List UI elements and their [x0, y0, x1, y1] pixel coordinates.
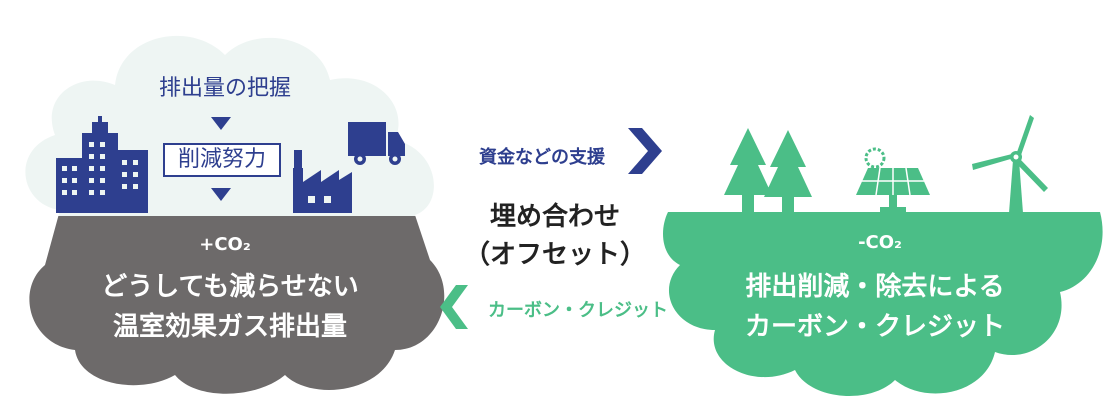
funding-support-label: 資金などの支援	[479, 147, 605, 168]
left-main-line1: どうしても減らせない	[101, 272, 359, 302]
chevron-right-icon	[628, 128, 662, 174]
right-main-line2: カーボン・クレジット	[744, 312, 1005, 342]
triangle-down-icon	[211, 117, 231, 130]
left-co2-label: +CO₂	[199, 234, 251, 255]
right-co2-label: -CO₂	[858, 232, 902, 253]
building-icon	[56, 116, 148, 213]
right-main-line1: 排出削減・除去による	[745, 272, 1005, 302]
left-title: 排出量の把握	[158, 76, 291, 101]
right-cloud	[663, 212, 1103, 397]
chevron-left-icon	[440, 285, 468, 329]
triangle-down-icon	[211, 188, 231, 201]
solar-panel-icon	[856, 147, 930, 212]
offset-title-line2: （オフセット）	[463, 240, 646, 270]
carbon-credit-label: カーボン・クレジット	[488, 300, 668, 321]
truck-icon	[348, 122, 405, 165]
left-main-line2: 温室効果ガス排出量	[112, 312, 347, 342]
reduction-effort-box: 削減努力	[163, 143, 281, 177]
offset-title-line1: 埋め合わせ	[489, 202, 620, 232]
factory-icon	[293, 150, 352, 213]
tree-icon	[724, 128, 812, 212]
wind-turbine-icon	[972, 115, 1048, 213]
reduction-effort-label: 削減努力	[177, 147, 266, 172]
